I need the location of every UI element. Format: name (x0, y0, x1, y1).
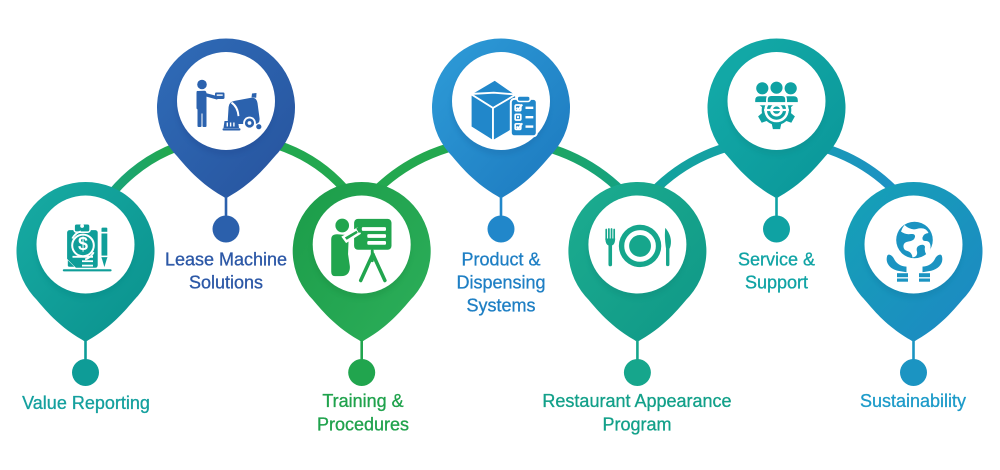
svg-text:Training &: Training & (322, 391, 403, 411)
svg-text:Restaurant Appearance: Restaurant Appearance (542, 391, 731, 411)
svg-text:Procedures: Procedures (317, 415, 409, 435)
svg-text:Dispensing: Dispensing (456, 273, 545, 293)
svg-text:Support: Support (745, 273, 808, 293)
svg-text:Program: Program (602, 415, 671, 435)
svg-text:Solutions: Solutions (189, 273, 263, 293)
svg-text:Value Reporting: Value Reporting (22, 393, 150, 413)
svg-text:Lease Machine: Lease Machine (165, 250, 287, 270)
svg-text:Product &: Product & (461, 250, 540, 270)
svg-text:$: $ (78, 234, 88, 254)
svg-text:Systems: Systems (466, 296, 535, 316)
svg-text:Service &: Service & (738, 250, 815, 270)
svg-text:Sustainability: Sustainability (860, 391, 966, 411)
